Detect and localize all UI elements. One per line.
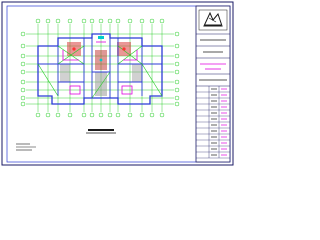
axis-bubble	[20, 95, 26, 101]
zone-lines	[62, 41, 138, 95]
axis-bubble	[139, 18, 145, 24]
axis-bubble	[20, 87, 26, 93]
drawing-caption	[86, 129, 116, 134]
axis-bubble	[174, 95, 180, 101]
axis-bubble	[115, 112, 121, 118]
axis-bubble	[149, 18, 155, 24]
kitchen-hatch	[60, 64, 70, 82]
axis-bubble	[55, 18, 61, 24]
axis-bubble	[98, 112, 104, 118]
axis-bubble	[127, 18, 133, 24]
axis-bubble	[174, 69, 180, 75]
axis-bubble	[107, 112, 113, 118]
title-block-frame	[195, 5, 231, 163]
company-logo-icon	[203, 11, 223, 27]
axis-bubble	[159, 112, 165, 118]
axis-bubble	[89, 18, 95, 24]
axis-bubble	[20, 101, 26, 107]
room-fills	[60, 42, 142, 96]
axis-bubble	[20, 79, 26, 85]
axis-bubble	[20, 43, 26, 49]
axis-bubble	[67, 112, 73, 118]
stair-hatch	[95, 72, 107, 96]
axis-bubble	[174, 79, 180, 85]
title-block	[195, 5, 231, 163]
axis-bubble	[127, 112, 133, 118]
axis-bubble	[174, 53, 180, 59]
axis-bubble	[45, 18, 51, 24]
axis-bubble	[20, 69, 26, 75]
axis-bubble	[81, 112, 87, 118]
kitchen-hatch	[132, 64, 142, 82]
axis-bubble	[55, 112, 61, 118]
axis-bubble	[35, 18, 41, 24]
axis-bubble	[174, 101, 180, 107]
axis-bubble	[115, 18, 121, 24]
axis-bubble	[139, 112, 145, 118]
axis-bubble	[149, 112, 155, 118]
fixture-red	[72, 47, 76, 51]
axis-bubble	[89, 112, 95, 118]
company-logo-box	[198, 9, 228, 31]
void-markers	[37, 45, 163, 99]
axis-bubble	[20, 61, 26, 67]
sheet-outer-border	[1, 1, 234, 166]
cad-drawing-viewer[interactable]	[0, 0, 235, 167]
axis-bubble	[107, 18, 113, 24]
caption-text-strokes	[88, 129, 114, 131]
plumbing-fixtures	[72, 36, 126, 62]
floor-plan	[16, 18, 180, 151]
axis-bubble	[67, 18, 73, 24]
axis-bubble	[45, 112, 51, 118]
axis-bubbles	[20, 18, 180, 118]
axis-bubble	[98, 18, 104, 24]
fixture-red	[122, 47, 126, 51]
fixture-cyan	[99, 58, 103, 62]
axis-bubble	[174, 87, 180, 93]
axis-bubble	[81, 18, 87, 24]
axis-bubble	[20, 31, 26, 37]
axis-bubble	[174, 43, 180, 49]
axis-bubble	[20, 53, 26, 59]
interior-walls	[38, 38, 162, 98]
axis-bubble	[159, 18, 165, 24]
general-notes	[16, 143, 36, 151]
title-block-rows	[196, 88, 230, 159]
axis-bubble	[35, 112, 41, 118]
axis-bubble	[174, 61, 180, 67]
drawing-sheet	[1, 1, 234, 166]
axis-bubble	[174, 31, 180, 37]
title-block-text-strokes	[199, 39, 227, 81]
fixture-cyan	[98, 36, 104, 39]
